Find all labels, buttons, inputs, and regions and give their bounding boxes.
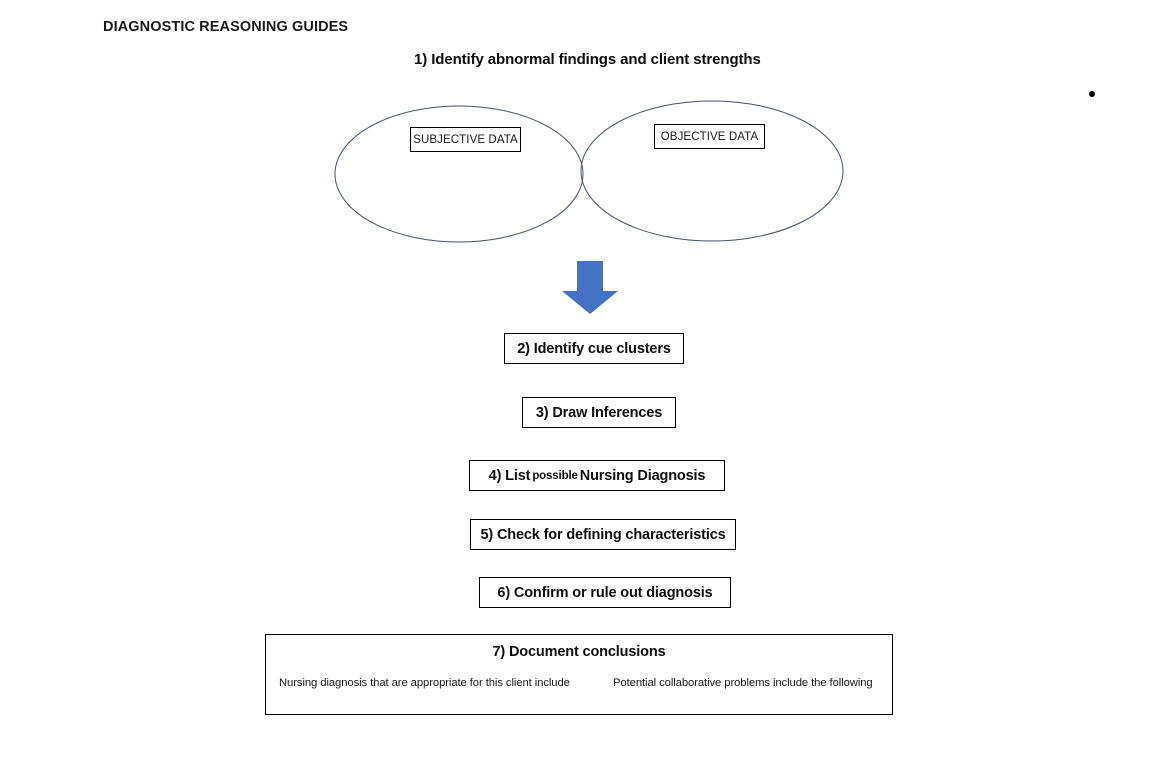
step-6-box: 6) Confirm or rule out diagnosis (479, 577, 731, 608)
step-5-box: 5) Check for defining characteristics (470, 519, 736, 550)
objective-data-label: OBJECTIVE DATA (654, 124, 765, 149)
venn-ellipses-svg (334, 100, 844, 243)
step-7-note-right: Potential collaborative problems include… (613, 677, 873, 689)
down-arrow-icon (560, 261, 620, 315)
subjective-data-label: SUBJECTIVE DATA (410, 127, 521, 152)
step-7-title: 7) Document conclusions (492, 644, 666, 660)
step-4-suffix: Nursing Diagnosis (579, 467, 706, 484)
page-title: DIAGNOSTIC REASONING GUIDES (103, 19, 349, 35)
venn-diagram (325, 95, 855, 255)
subjective-ellipse (334, 105, 584, 243)
step-1-heading: 1) Identify abnormal findings and client… (414, 51, 761, 68)
objective-ellipse (580, 100, 844, 242)
down-arrow-svg (562, 261, 618, 314)
step-7-note-left: Nursing diagnosis that are appropriate f… (279, 677, 570, 689)
step-2-box: 2) Identify cue clusters (504, 333, 684, 364)
step-4-prefix: 4) List (488, 467, 531, 484)
stray-bullet-dot (1089, 91, 1095, 97)
step-4-possible-word: possible (532, 469, 578, 482)
step-3-box: 3) Draw Inferences (522, 397, 676, 428)
step-4-box: 4) List possible Nursing Diagnosis (469, 460, 725, 491)
step-7-box: 7) Document conclusions Nursing diagnosi… (265, 634, 893, 715)
